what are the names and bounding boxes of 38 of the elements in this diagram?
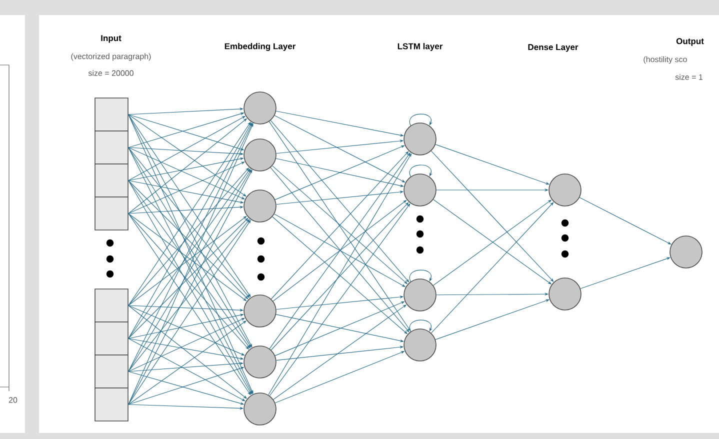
neuron-circle [404, 174, 436, 206]
neuron-circle [670, 236, 702, 268]
layer-heading: LSTM layer [398, 43, 443, 51]
layer-caption: (vectorized paragraph) [71, 53, 151, 61]
connection-arrow [270, 151, 409, 300]
layer-caption: size = 1 [675, 74, 702, 80]
neuron-circle [244, 346, 276, 378]
self-loop-arrow [409, 114, 433, 126]
self-loop-arrow [409, 320, 433, 332]
layer-heading: Dense Layer [528, 44, 578, 52]
input-cell [94, 98, 128, 132]
neuron-circle [244, 392, 276, 426]
neuron-circle [244, 190, 276, 222]
input-cell [94, 288, 128, 322]
neuron-circle [404, 278, 436, 312]
neuron-circle [404, 122, 436, 156]
input-cell [94, 196, 128, 230]
layer-heading: Output [676, 38, 704, 46]
layer-caption: (hostility sco [644, 56, 687, 64]
layer-heading: Input [101, 35, 122, 43]
self-loop-arrow [409, 164, 433, 177]
input-cell [94, 322, 128, 356]
neuron-circle [244, 92, 276, 124]
layer-caption: size = 20000 [88, 70, 134, 76]
neuron-circle [244, 138, 276, 172]
input-cell [94, 130, 128, 164]
neuron-circle [404, 328, 436, 362]
neuron-circle [548, 174, 582, 206]
neuron-circle [548, 278, 582, 310]
self-loop-arrow [409, 270, 433, 282]
connection-arrow [270, 167, 410, 332]
neuron-circle [244, 294, 276, 328]
axis-tick-label: 20 [8, 397, 18, 403]
layer-heading: Embedding Layer [224, 43, 296, 51]
input-cell [94, 354, 128, 388]
connection-arrow [270, 202, 409, 350]
input-cell [94, 388, 128, 422]
input-cell [94, 164, 128, 198]
